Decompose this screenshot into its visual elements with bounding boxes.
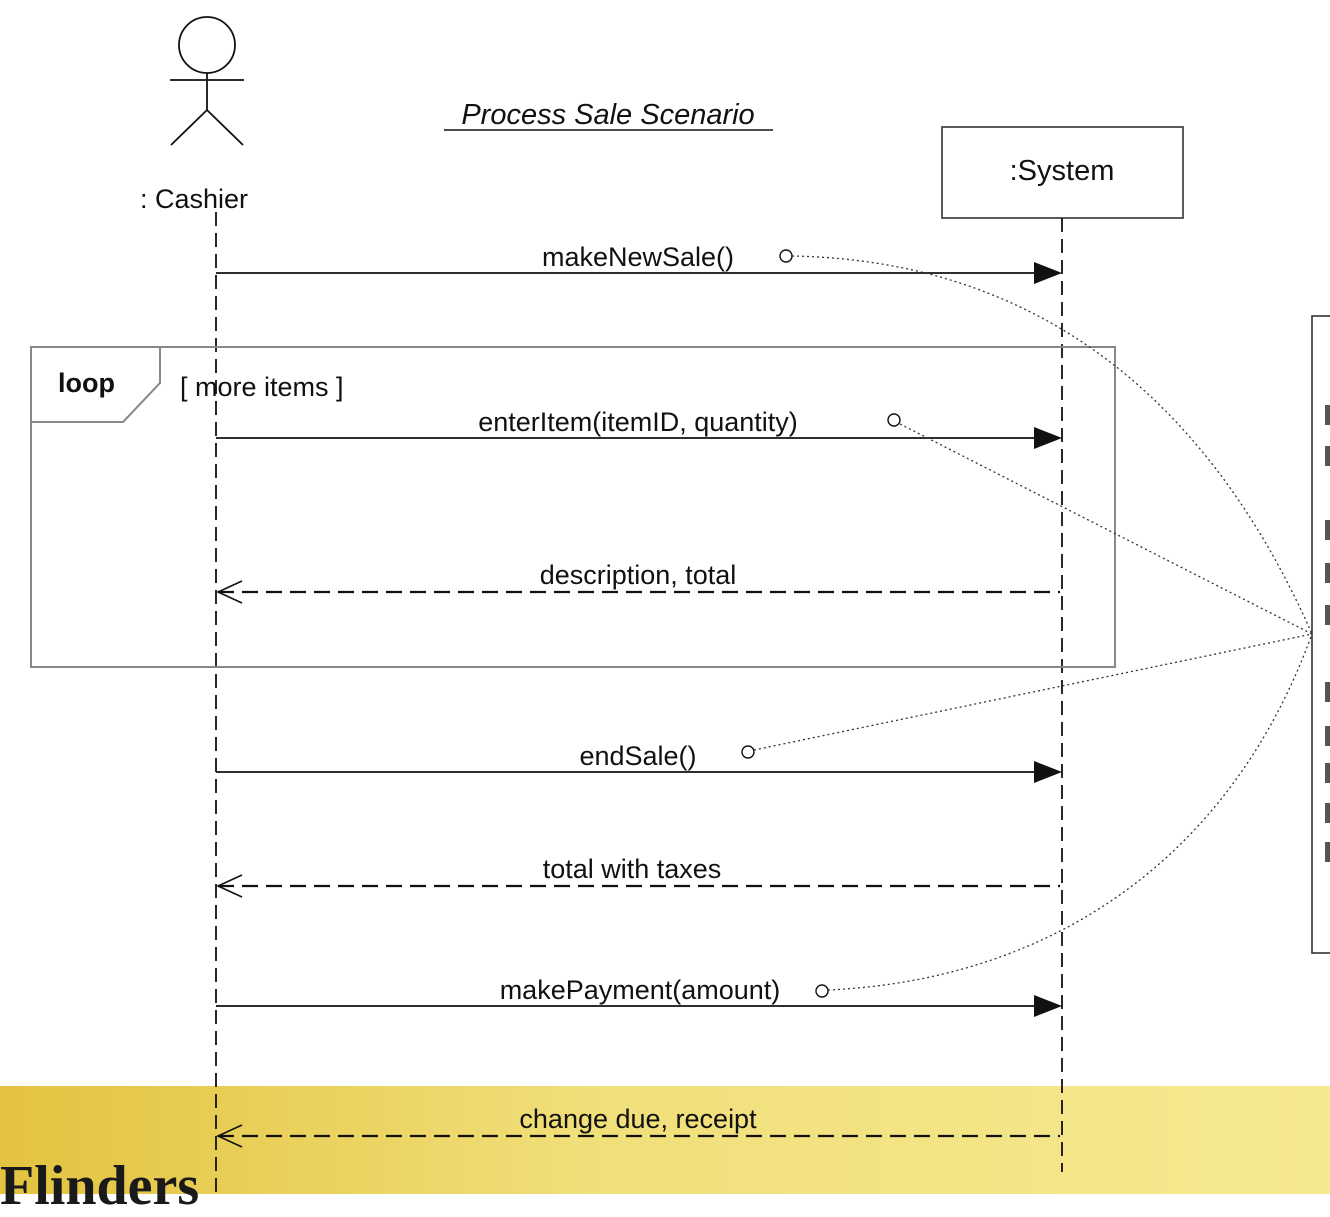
message-change-due-receipt: change due, receipt xyxy=(216,1104,1060,1148)
message-end-sale: endSale() xyxy=(216,741,1062,783)
loop-operator-tab xyxy=(31,347,161,423)
message-label: total with taxes xyxy=(543,854,722,884)
loop-frame xyxy=(30,346,1116,668)
message-description-total: description, total xyxy=(216,560,1060,604)
message-make-new-sale: makeNewSale() xyxy=(216,242,1062,284)
message-label: endSale() xyxy=(579,741,696,771)
system-label: :System xyxy=(1010,155,1115,187)
message-label: makePayment(amount) xyxy=(500,975,781,1005)
message-total-with-taxes: total with taxes xyxy=(216,854,1060,898)
actor-icon xyxy=(170,16,244,146)
note-anchor-circles xyxy=(741,249,901,998)
message-enter-item: enterItem(itemID, quantity) xyxy=(216,407,1062,449)
note-connector-lines xyxy=(753,255,1313,991)
message-label: change due, receipt xyxy=(519,1104,757,1134)
actor-label: : Cashier xyxy=(140,184,248,214)
loop-operator-label: loop xyxy=(58,368,115,398)
message-make-payment: makePayment(amount) xyxy=(216,975,1062,1017)
message-label: enterItem(itemID, quantity) xyxy=(478,407,798,437)
loop-guard-label: [ more items ] xyxy=(180,372,344,402)
message-label: makeNewSale() xyxy=(542,242,734,272)
diagram-title: Process Sale Scenario xyxy=(461,99,754,131)
note-text-fragments xyxy=(1325,405,1330,862)
footer-band xyxy=(0,1086,1330,1194)
footer-brand: Flinders xyxy=(0,1155,200,1217)
system-lifeline-head xyxy=(941,126,1184,219)
note-box xyxy=(1311,315,1330,954)
message-label: description, total xyxy=(540,560,737,590)
